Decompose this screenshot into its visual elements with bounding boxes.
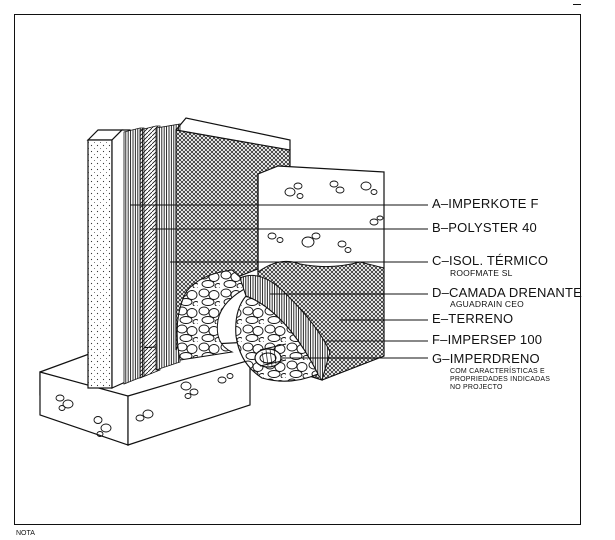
label-g: G–IMPERDRENO	[432, 351, 540, 366]
drain-pipe	[254, 343, 287, 368]
label-d-sub: AGUADRAIN CEO	[450, 299, 524, 309]
drawing-frame	[14, 14, 581, 525]
label-b: B–POLYSTER 40	[432, 220, 537, 235]
label-e: E–TERRENO	[432, 311, 514, 326]
gravel-lower	[176, 269, 251, 361]
label-c: C–ISOL. TÉRMICO	[432, 253, 549, 268]
corner-mark	[573, 4, 581, 5]
membrane-layers	[123, 123, 181, 385]
label-g-note-3: NO PROJECTO	[450, 384, 503, 391]
label-f: F–IMPERSEP 100	[432, 332, 543, 347]
label-g-note-1: COM CARACTERÍSTICAS E	[450, 368, 545, 375]
leader-lines	[130, 204, 428, 359]
label-c-sub: ROOFMATE SL	[450, 268, 513, 278]
footer-note: NOTA	[16, 530, 35, 537]
label-g-note-2: PROPRIEDADES INDICADAS	[450, 376, 551, 383]
label-a: A–IMPERKOTE F	[432, 196, 539, 211]
label-d: D–CAMADA DRENANTE	[432, 285, 583, 300]
